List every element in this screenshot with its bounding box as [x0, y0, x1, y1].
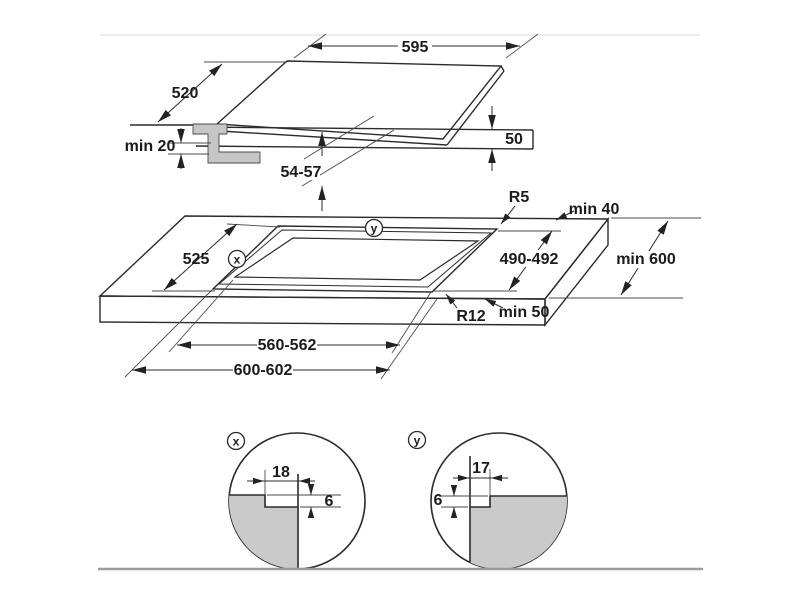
dim-525-label: 525 — [183, 251, 210, 268]
detail-x-section-fill — [229, 495, 298, 570]
leader-radius-r5: R5 — [500, 189, 530, 225]
mounting-bracket — [192, 123, 261, 164]
dim-built-in-depth-54-57: 54-57 — [281, 115, 395, 211]
glass-top — [215, 60, 503, 140]
dim-ledge-18: 18 — [247, 464, 315, 485]
dim-cutout-depth-490-492: 490-492 — [434, 230, 561, 292]
dim-490492-label: 490-492 — [500, 251, 559, 268]
dim-50-label: 50 — [505, 131, 523, 148]
worktop-view: x y 525 R5 min 40 490-492 — [98, 189, 701, 380]
dim-min50-label: min 50 — [499, 304, 550, 321]
dim-min20-label: min 20 — [125, 138, 176, 155]
detail-y-profile — [470, 495, 567, 508]
dim-outer-width-600-602: 600-602 — [124, 289, 438, 380]
dim-inner-width-560-562: 560-562 — [168, 279, 432, 354]
dim-595-label: 595 — [402, 39, 429, 56]
dim-560562-label: 560-562 — [258, 337, 317, 354]
leader-front-clearance-50: min 50 — [484, 298, 550, 321]
detail-y-section-fill — [470, 496, 567, 569]
dim-r12-label: R12 — [456, 308, 485, 325]
dim-r5-label: R5 — [509, 189, 530, 206]
dim-height-50: 50 — [488, 106, 523, 171]
dim-depth-520: 520 — [157, 61, 287, 123]
dim-step-6: 6 — [307, 484, 334, 518]
cutout-inner-edge — [233, 237, 480, 281]
dim-6y-label: 6 — [434, 492, 443, 509]
leader-rear-clearance-40: min 40 — [555, 201, 620, 221]
dim-600602-label: 600-602 — [234, 362, 293, 379]
detail-x-profile — [229, 494, 298, 508]
dim-min-clearance-20: min 20 — [125, 128, 211, 169]
detail-x: 18 6 x — [226, 431, 366, 570]
detail-x-marker-label: x — [233, 435, 240, 449]
worktop-side-face — [544, 216, 609, 328]
detail-y-marker-label: y — [414, 434, 421, 448]
leader-radius-r12: R12 — [445, 293, 486, 325]
marker-x-label: x — [234, 253, 241, 267]
dim-min600-label: min 600 — [616, 251, 676, 268]
cutout-outer-edge — [211, 225, 499, 293]
marker-y-label: y — [371, 222, 378, 236]
section-marker-x: x — [227, 249, 247, 269]
detail-y: 17 6 y — [407, 430, 568, 570]
dim-step-6y: 6 — [434, 485, 458, 518]
dim-520-label: 520 — [172, 85, 199, 102]
top-view: 595 520 min 20 50 54-57 — [125, 33, 539, 211]
dim-worktop-depth-600: min 600 — [549, 217, 701, 299]
dim-6x-label: 6 — [325, 493, 334, 510]
dim-17-label: 17 — [472, 460, 490, 477]
dim-18-label: 18 — [272, 464, 290, 481]
hob-body — [195, 126, 534, 150]
dim-width-595: 595 — [293, 33, 539, 59]
dim-side-depth-525: 525 — [152, 223, 281, 292]
dim-ledge-17: 17 — [453, 460, 508, 482]
detail-y-marker: y — [407, 430, 427, 450]
dim-min40-label: min 40 — [569, 201, 620, 218]
section-marker-y: y — [364, 218, 384, 238]
dim-5457-label: 54-57 — [281, 164, 322, 181]
detail-x-marker: x — [226, 431, 246, 451]
